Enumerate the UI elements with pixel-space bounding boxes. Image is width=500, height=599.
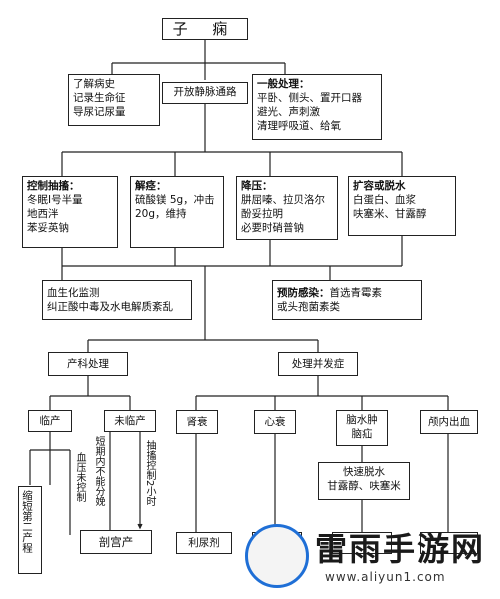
bp-title: 降压： (241, 180, 273, 192)
dehydrate-node: 快速脱水 甘露醇、呋塞米 (318, 462, 410, 500)
cesarean-node: 剖宫产 (80, 530, 152, 554)
short-no-delivery-label: 短期内不能分娩 (93, 436, 104, 506)
history-line-1: 了解病史 (73, 78, 115, 90)
renal-failure-node: 肾衰 (176, 410, 218, 434)
monitor-line-1: 血生化监测 (47, 287, 100, 299)
general-line-1: 平卧、侧头、置开口器 (257, 92, 362, 104)
infection-node: 预防感染：首选青霉素 或头孢菌素类 (272, 280, 422, 320)
dehydrate-line-2: 甘露醇、呋塞米 (327, 480, 401, 492)
shorten-labor-text: 缩短第二产程 (21, 490, 33, 553)
convulsion-line-3: 苯妥英钠 (27, 222, 69, 234)
infection-line-2: 或头孢菌素类 (277, 301, 340, 313)
watermark-url: www.aliyun1.com (325, 570, 446, 584)
bp-uncontrolled-label: 血压未控制 (74, 452, 85, 502)
history-line-3: 导尿记尿量 (73, 106, 126, 118)
diuretic-node: 利尿剂 (176, 532, 232, 554)
convulsion-line-2: 地西泮 (27, 208, 59, 220)
spasm-title: 解痉： (135, 180, 167, 192)
intracranial-hemorrhage-node: 颅内出血 (420, 410, 478, 434)
general-line-2: 避光、声刺激 (257, 106, 320, 118)
volume-line-2: 呋塞米、甘露醇 (353, 208, 427, 220)
iv-node: 开放静脉通路 (162, 82, 248, 104)
brain-edema-node: 脑水肿 脑疝 (336, 410, 388, 446)
history-node: 了解病史 记录生命征 导尿记尿量 (68, 74, 160, 126)
infection-title: 预防感染： (277, 287, 330, 299)
obstetric-node: 产科处理 (48, 352, 128, 376)
hemorrhage-treatment-node (420, 532, 478, 554)
general-title: 一般处理： (257, 78, 310, 90)
watermark-logo-icon (245, 524, 309, 588)
watermark-brand: 雷雨手游网 (315, 530, 486, 568)
brain-edema-line-2: 脑疝 (351, 428, 373, 440)
no-labor-node: 未临产 (104, 410, 156, 432)
bp-line-2: 酚妥拉明 (241, 208, 283, 220)
bp-line-3: 必要时硝普钠 (241, 222, 304, 234)
labor-node: 临产 (28, 410, 72, 432)
history-line-2: 记录生命征 (73, 92, 126, 104)
monitor-line-2: 纠正酸中毒及水电解质紊乱 (47, 301, 173, 313)
spasm-line-2: 20g，维持 (135, 208, 187, 220)
volume-title: 扩容或脱水 (353, 180, 406, 192)
volume-node: 扩容或脱水 白蛋白、血浆 呋塞米、甘露醇 (348, 176, 456, 236)
watermark: 雷雨手游网 www.aliyun1.com (245, 520, 497, 596)
spasm-node: 解痉： 硫酸镁 5g，冲击 20g，维持 (130, 176, 224, 248)
bp-node: 降压： 肼屈嗪、拉贝洛尔 酚妥拉明 必要时硝普钠 (236, 176, 338, 240)
volume-line-1: 白蛋白、血浆 (353, 194, 416, 206)
shorten-labor-node: 缩短第二产程 (18, 486, 42, 574)
heart-failure-node: 心衰 (254, 410, 296, 434)
convulsion-line-1: 冬眠Ⅰ号半量 (27, 194, 83, 206)
seizure-2h-label: 抽搐控制2小时 (144, 440, 155, 507)
dehydrate-line-1: 快速脱水 (343, 466, 385, 478)
infection-text: 首选青霉素 (329, 287, 383, 299)
convulsion-node: 控制抽搐： 冬眠Ⅰ号半量 地西泮 苯妥英钠 (22, 176, 118, 248)
general-line-3: 清理呼吸道、给氧 (257, 120, 341, 132)
root-node: 子 痫 (162, 18, 248, 40)
general-node: 一般处理： 平卧、侧头、置开口器 避光、声刺激 清理呼吸道、给氧 (252, 74, 382, 140)
monitor-node: 血生化监测 纠正酸中毒及水电解质紊乱 (42, 280, 192, 320)
convulsion-title: 控制抽搐： (27, 180, 80, 192)
brain-treatment-node (332, 532, 392, 554)
bp-line-1: 肼屈嗪、拉贝洛尔 (241, 194, 325, 206)
brain-edema-line-1: 脑水肿 (346, 414, 378, 426)
spasm-line-1: 硫酸镁 5g，冲击 (135, 194, 215, 206)
complication-node: 处理并发症 (278, 352, 358, 376)
